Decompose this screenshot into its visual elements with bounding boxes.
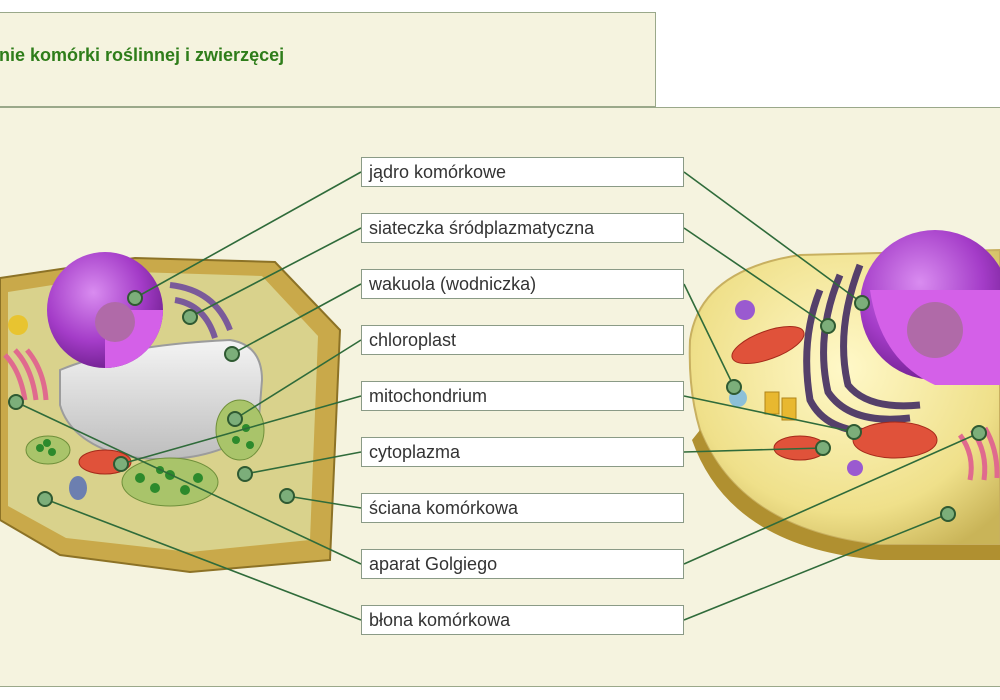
marker-animal-nucleus [854, 295, 870, 311]
label-sciana-komorkowa[interactable]: ściana komórkowa [361, 493, 684, 523]
marker-animal-membrane [940, 506, 956, 522]
marker-animal-golgi [971, 425, 987, 441]
label-blona-komorkowa[interactable]: błona komórkowa [361, 605, 684, 635]
label-cytoplazma[interactable]: cytoplazma [361, 437, 684, 467]
marker-plant-vacuole [224, 346, 240, 362]
marker-plant-chloroplast [227, 411, 243, 427]
marker-plant-membrane [37, 491, 53, 507]
marker-animal-cytoplasm [815, 440, 831, 456]
marker-animal-vacuole [726, 379, 742, 395]
animal-mitochondrion-left [731, 326, 805, 364]
marker-plant-er [182, 309, 198, 325]
diagram-title: nie komórki roślinnej i zwierzęcej [0, 45, 285, 65]
label-chloroplast[interactable]: chloroplast [361, 325, 684, 355]
marker-dots [8, 290, 987, 522]
marker-plant-nucleus [127, 290, 143, 306]
label-mitochondrium[interactable]: mitochondrium [361, 381, 684, 411]
plant-small-vesicle [69, 476, 87, 500]
marker-animal-mitochondrion [846, 424, 862, 440]
animal-nucleolus [907, 302, 963, 358]
label-wakuola[interactable]: wakuola (wodniczka) [361, 269, 684, 299]
plant-small-granule [8, 315, 28, 335]
animal-vesicle-purple-small [847, 460, 863, 476]
label-jadro-komorkowe[interactable]: jądro komórkowe [361, 157, 684, 187]
marker-plant-wall [279, 488, 295, 504]
plant-nucleolus [95, 302, 135, 342]
animal-mitochondrion-right [852, 421, 938, 459]
animal-cell [688, 230, 1000, 560]
plant-cell [0, 252, 342, 574]
marker-plant-golgi [8, 394, 24, 410]
marker-animal-er [820, 318, 836, 334]
connector-lines [15, 171, 980, 621]
marker-plant-mitochondrion [113, 456, 129, 472]
animal-cell-membrane [692, 430, 1000, 560]
animal-vesicle-purple [735, 300, 755, 320]
label-siateczka-srodplazmatyczna[interactable]: siateczka śródplazmatyczna [361, 213, 684, 243]
marker-plant-cytoplasm [237, 466, 253, 482]
animal-centrioles [764, 391, 797, 421]
label-aparat-golgiego[interactable]: aparat Golgiego [361, 549, 684, 579]
title-panel: nie komórki roślinnej i zwierzęcej [0, 12, 656, 107]
plant-golgi [3, 348, 49, 401]
